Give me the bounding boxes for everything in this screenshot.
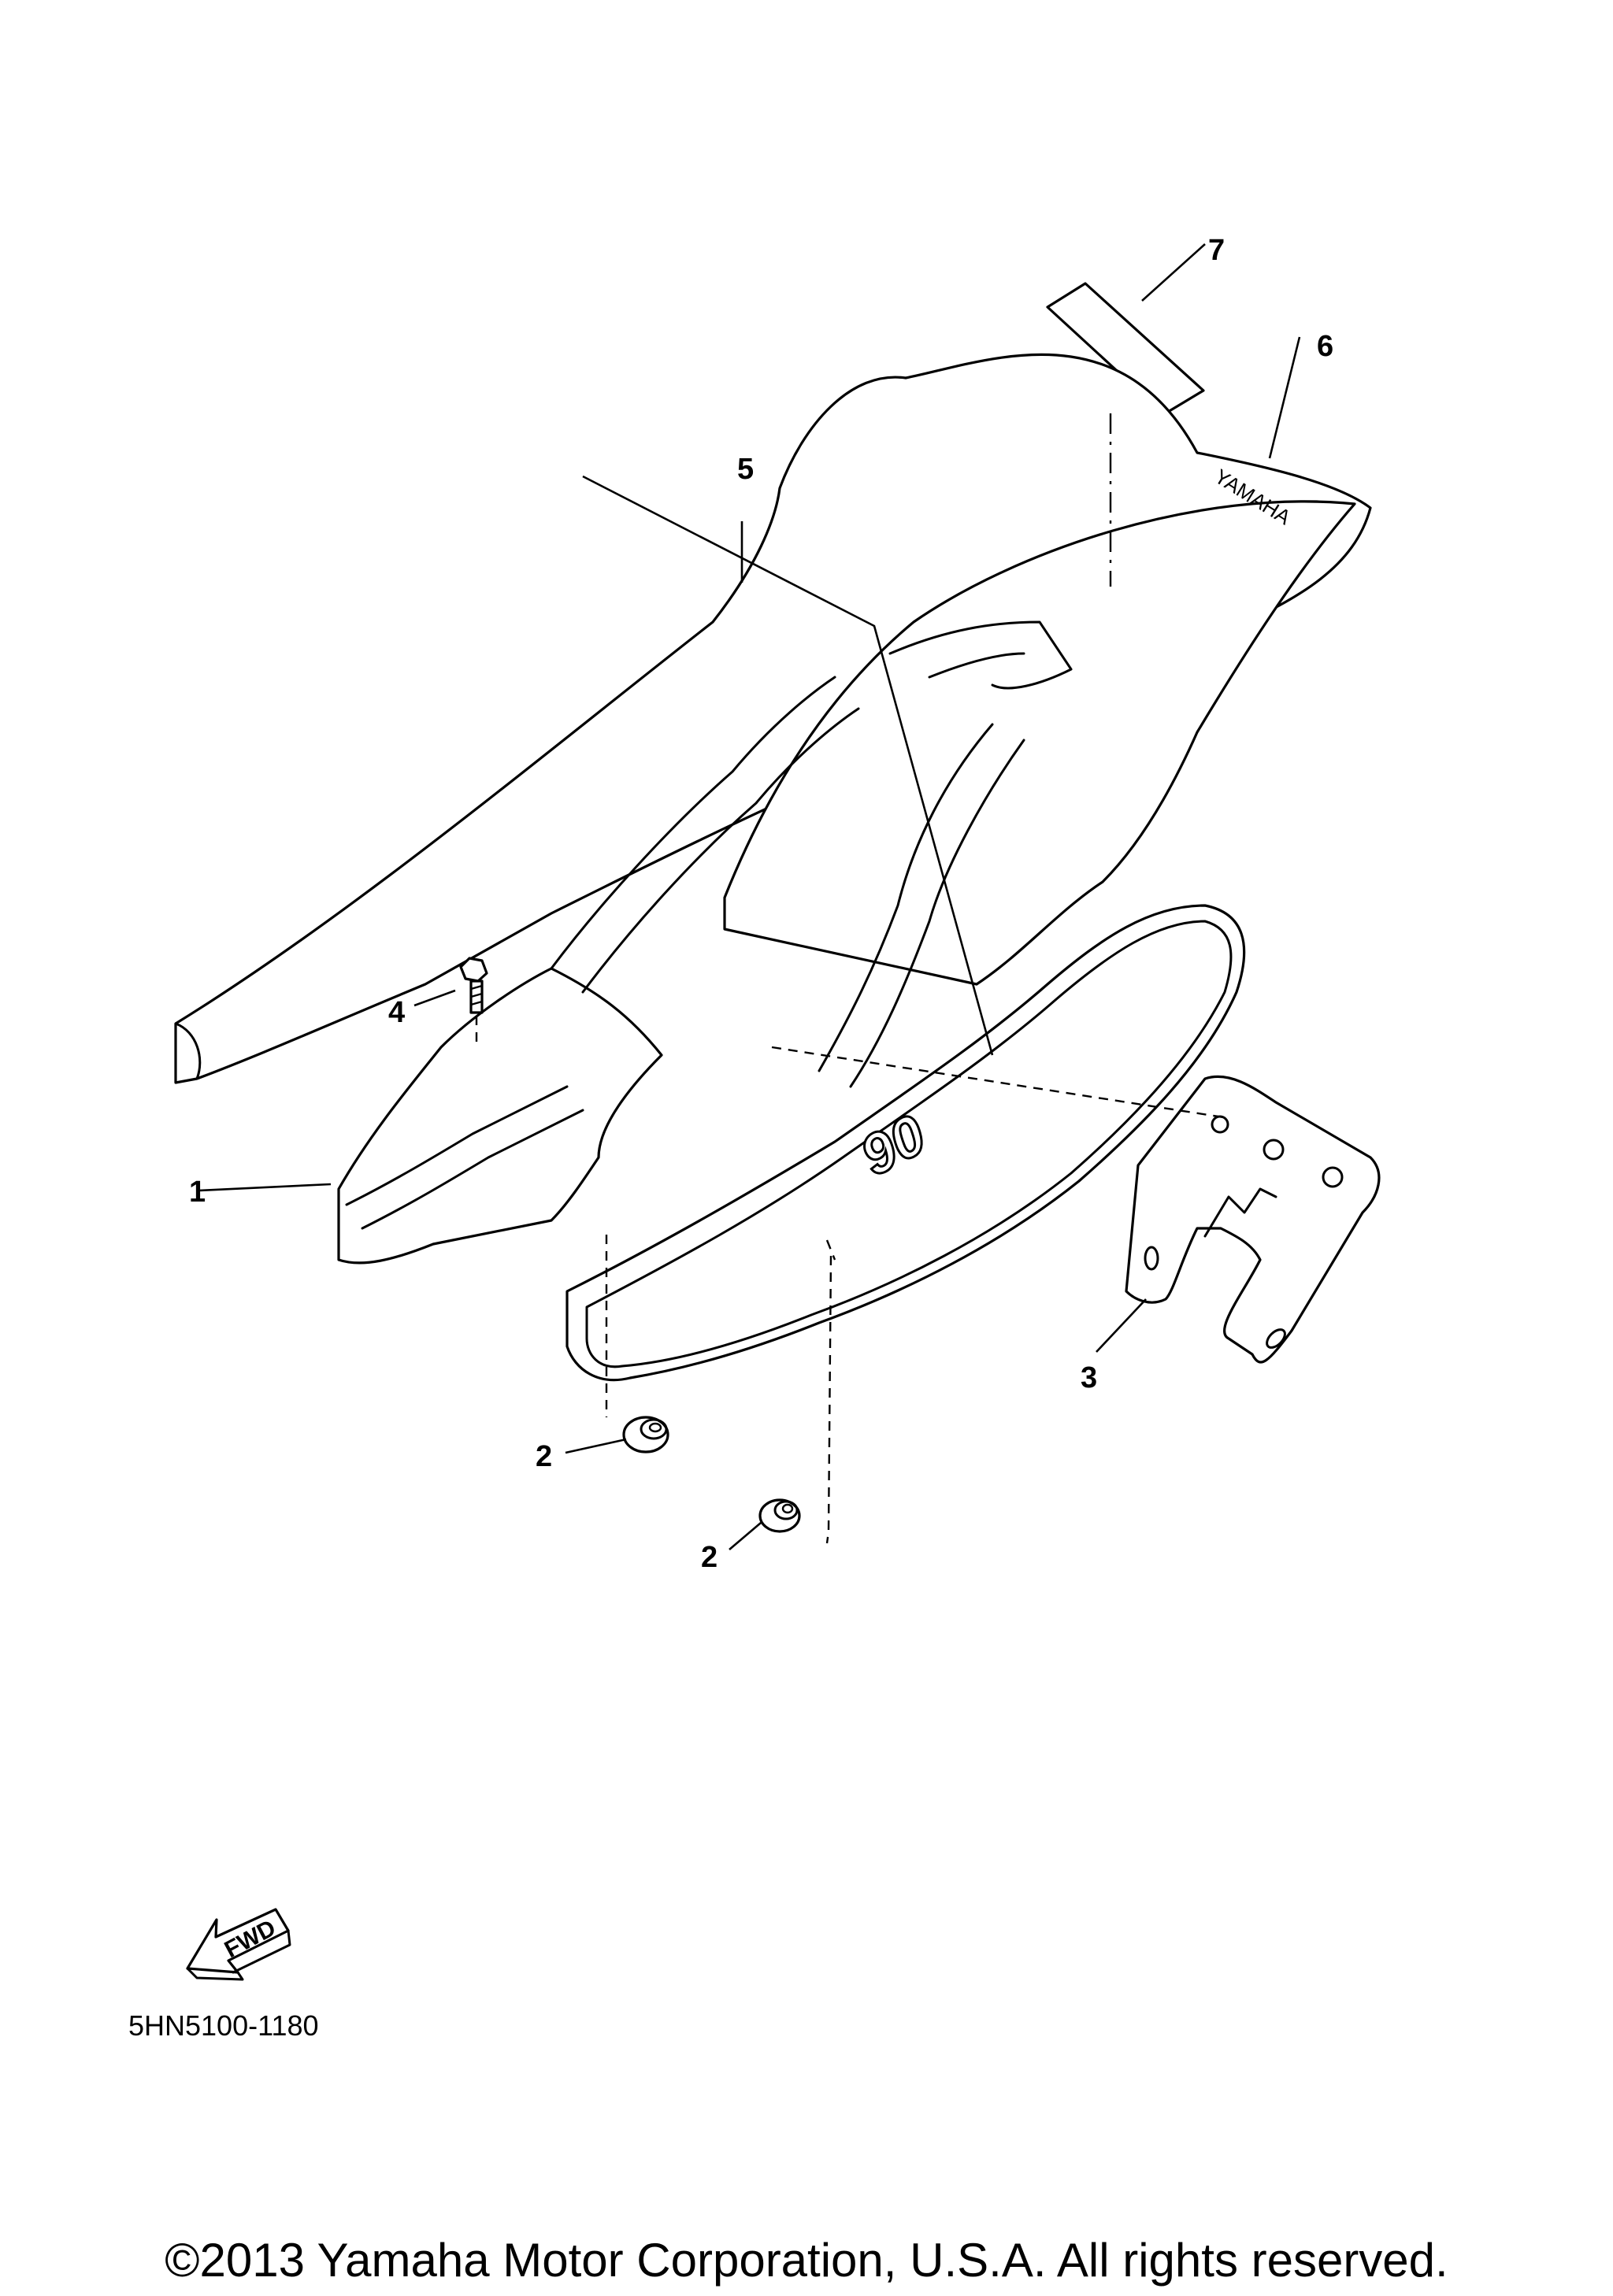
seat-part-5 bbox=[174, 353, 1372, 1084]
bracket-part-3 bbox=[1125, 1075, 1381, 1364]
forward-arrow-icon: FWD bbox=[186, 1908, 291, 1981]
callout-3: 3 bbox=[1081, 1361, 1097, 1394]
callout-numbers: 7 6 5 4 3 1 2 2 bbox=[189, 234, 1333, 1574]
drawing-code: 5HN5100-1180 bbox=[128, 2009, 319, 2042]
callout-6: 6 bbox=[1317, 330, 1333, 363]
grommet-part-2-lower bbox=[758, 1498, 801, 1533]
callout-5: 5 bbox=[737, 453, 754, 486]
copyright-notice: ©2013 Yamaha Motor Corporation, U.S.A. A… bbox=[165, 2234, 1448, 2287]
grommet-part-2-upper bbox=[622, 1416, 669, 1454]
callout-4: 4 bbox=[388, 996, 405, 1029]
bolt-part-4 bbox=[459, 957, 488, 1014]
leader-lines bbox=[198, 243, 1301, 1550]
callout-1: 1 bbox=[189, 1176, 206, 1209]
callout-2-upper: 2 bbox=[536, 1440, 552, 1473]
callout-2-lower: 2 bbox=[701, 1541, 718, 1574]
callout-7: 7 bbox=[1208, 234, 1225, 267]
side-cover-part-1: 90 bbox=[337, 500, 1356, 1382]
